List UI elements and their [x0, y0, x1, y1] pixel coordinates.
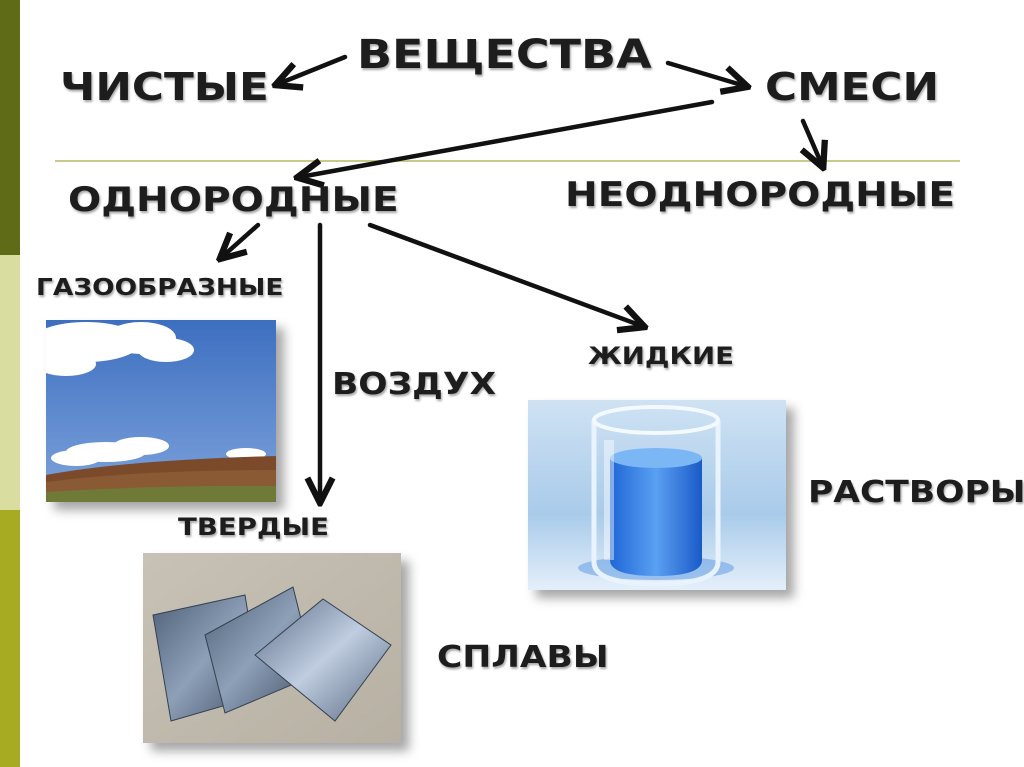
label-pure: ЧИСТЫЕ: [60, 65, 269, 109]
sidebar-stripe-bottom: [0, 510, 20, 767]
label-solutions: РАСТВОРЫ: [808, 475, 1024, 510]
sky-field-image: [46, 320, 276, 502]
label-liquid: ЖИДКИЕ: [588, 342, 734, 370]
arrow-to-heterogeneous: [803, 118, 822, 165]
label-gaseous: ГАЗООБРАЗНЫЕ: [36, 275, 284, 301]
label-mixtures: СМЕСИ: [765, 65, 940, 109]
arrow-to-gaseous: [222, 222, 261, 257]
arrow-to-mixtures: [665, 60, 745, 86]
label-alloys: СПЛАВЫ: [437, 640, 609, 675]
label-heterogeneous: НЕОДНОРОДНЫЕ: [565, 175, 956, 215]
arrow-to-homogeneous: [300, 99, 715, 177]
sidebar-stripe-top: [0, 0, 20, 255]
metal-plates-image: [143, 553, 401, 743]
label-air: ВОЗДУХ: [332, 367, 497, 402]
divider-line: [55, 160, 960, 162]
arrow-to-pure: [278, 54, 348, 84]
label-homogeneous: ОДНОРОДНЫЕ: [68, 180, 399, 220]
sidebar-stripe-middle: [0, 255, 20, 510]
arrow-to-liquid: [367, 222, 642, 326]
label-substances: ВЕЩЕСТВА: [357, 32, 652, 78]
beaker-image: [528, 400, 786, 590]
label-solid: ТВЕРДЫЕ: [178, 513, 329, 541]
